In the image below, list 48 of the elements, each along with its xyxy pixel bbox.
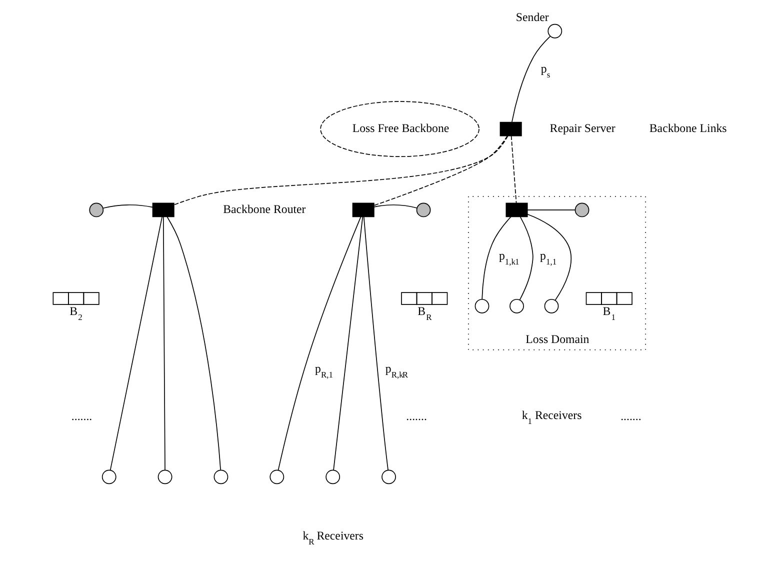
node-label: Sender (515, 10, 548, 24)
node-circle (101, 470, 116, 484)
node-circle (157, 470, 172, 484)
node-ellipse: Loss Free Backbone (320, 101, 479, 157)
label: Repair Server (549, 121, 615, 136)
node-circle (325, 470, 340, 484)
node-circle (544, 298, 558, 314)
node-circle (574, 202, 589, 218)
node-circle (213, 470, 228, 484)
edge-label: p$_{1,1}$ (540, 248, 556, 267)
node-circle (547, 24, 562, 38)
connector (166, 216, 220, 470)
connector (373, 135, 508, 206)
label: ....... (406, 408, 426, 423)
node-circle (474, 298, 489, 314)
node-label: B$_{2}$ (69, 304, 82, 322)
node-label: B$_{R}$ (417, 304, 432, 322)
node-box (352, 202, 374, 218)
connector (526, 214, 572, 301)
label: k$_{R}$ Receivers (302, 528, 364, 546)
connector (332, 216, 363, 471)
connector (277, 216, 361, 470)
label: ....... (620, 408, 641, 423)
node-box (499, 122, 522, 136)
connector (511, 36, 550, 122)
connector (481, 216, 511, 300)
label: ....... (70, 408, 92, 423)
node-box (152, 202, 174, 218)
connector (162, 216, 165, 470)
node-circle (416, 202, 430, 218)
connector (510, 135, 516, 204)
connector (518, 216, 533, 300)
node-circle (269, 470, 284, 484)
node-circle (381, 470, 396, 484)
edge-label: p$_{R,1}$ (314, 361, 332, 380)
edge-label: p$_{s}$ (540, 61, 550, 80)
connector (173, 135, 508, 206)
label: Backbone Router (222, 202, 306, 216)
node-label: B$_{1}$ (602, 304, 615, 322)
node-box (505, 202, 528, 218)
connector (373, 204, 417, 208)
node-circle (88, 202, 104, 218)
label: k$_{1}$ Receivers (521, 408, 582, 426)
connector (109, 216, 162, 471)
node-circle (509, 298, 524, 314)
label: Backbone Links (648, 121, 726, 136)
connector (362, 216, 388, 471)
connector (102, 204, 152, 209)
